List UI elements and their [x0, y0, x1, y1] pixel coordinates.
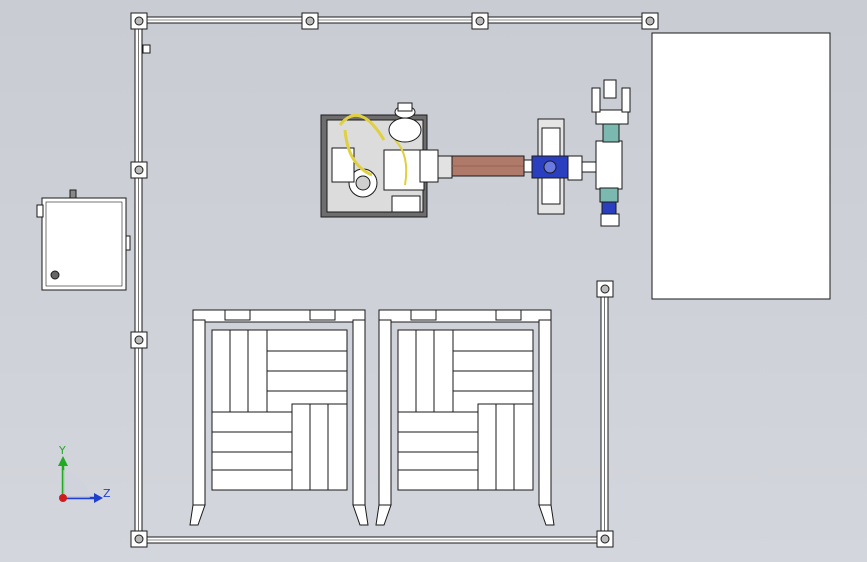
triad-z-arrow [94, 493, 103, 503]
robot-arm[interactable] [320, 79, 631, 227]
post-left-1 [130, 161, 148, 179]
door-latch [142, 44, 151, 54]
pallet-rack-right[interactable] [375, 309, 555, 526]
robot-gripper [581, 79, 631, 227]
control-cabinet[interactable] [36, 189, 131, 291]
post-top-1 [301, 12, 319, 30]
post-bottom-right [596, 530, 614, 548]
triad-arc [63, 470, 90, 498]
fence-frame[interactable] [134, 16, 653, 544]
triad-z-label: Z [103, 487, 111, 500]
triad-x-origin [59, 494, 67, 502]
pallet-rack-left[interactable] [189, 309, 369, 526]
post-right-top [596, 280, 614, 298]
post-top-right [641, 12, 659, 30]
triad-y-label: Y [58, 444, 66, 457]
post-left-2 [130, 331, 148, 349]
fence-posts [130, 12, 659, 548]
robot-base [320, 102, 428, 218]
post-bottom-left [130, 530, 148, 548]
robot-upper-arm [419, 149, 535, 183]
post-top-left [130, 12, 148, 30]
table-panel[interactable] [651, 32, 831, 300]
robot-wrist [531, 118, 583, 215]
post-top-2 [471, 12, 489, 30]
orientation-triad[interactable]: Y Z [58, 444, 111, 503]
triad-y-arrow [58, 456, 68, 466]
